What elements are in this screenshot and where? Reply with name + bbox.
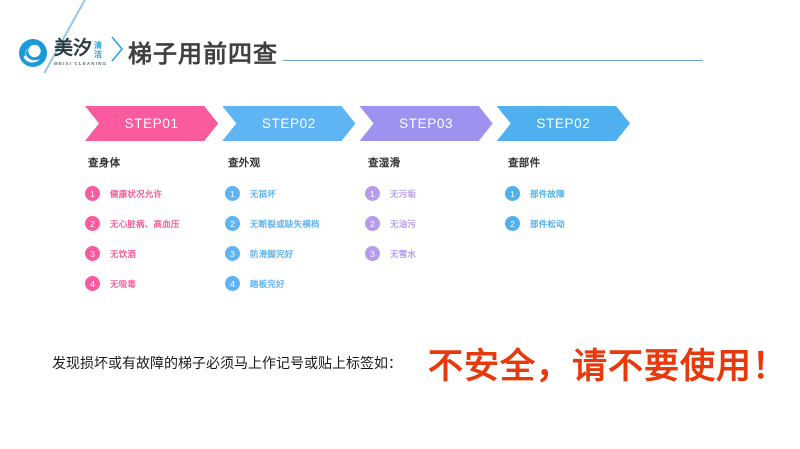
checklist-item-label: 无吸毒 (110, 279, 137, 290)
checklist-item-number-badge: 3 (225, 246, 240, 261)
checklist-item[interactable]: 1 部件故障 (505, 186, 645, 201)
step-arrow-2[interactable]: STEP02 (222, 106, 355, 141)
checklist-item-label: 无心脏病、高血压 (110, 219, 180, 230)
checklist-item[interactable]: 4 踏板完好 (225, 276, 365, 291)
checklist-column-4: 查部件 1 部件故障 2 部件松动 (505, 155, 645, 306)
checklist-item-number-badge: 2 (365, 216, 380, 231)
checklist-item-number-badge: 4 (85, 276, 100, 291)
checklist-item[interactable]: 4 无吸毒 (85, 276, 225, 291)
brand-wordmark: 美汐 清 洁 (54, 37, 102, 59)
checklist-column-heading: 查湿滑 (368, 157, 401, 169)
checklist-item[interactable]: 2 无油污 (365, 216, 505, 231)
checklist-item[interactable]: 3 无雪水 (365, 246, 505, 261)
checklist-item-label: 踏板完好 (250, 279, 285, 290)
checklist-item-number-badge: 1 (505, 186, 520, 201)
checklist-item[interactable]: 2 无断裂或缺失横档 (225, 216, 365, 231)
chevron-right-icon (110, 36, 124, 62)
step-arrow-1[interactable]: STEP01 (85, 106, 218, 141)
checklist-item[interactable]: 3 无饮酒 (85, 246, 225, 261)
step-arrow-label: STEP03 (399, 115, 454, 131)
checklist-item-number-badge: 2 (505, 216, 520, 231)
checklist-item-label: 防滑脚完好 (250, 249, 294, 260)
brand-badge: 清 洁 (94, 41, 102, 59)
checklist-item[interactable]: 1 无损坏 (225, 186, 365, 201)
checklist-item-label: 无损坏 (250, 189, 277, 200)
circular-swirl-logo-icon (18, 38, 48, 68)
checklist-item[interactable]: 1 无污垢 (365, 186, 505, 201)
checklist-item-number-badge: 1 (225, 186, 240, 201)
checklist-column-1: 查身体 1 健康状况允许 2 无心脏病、高血压 3 无饮酒 4 无吸毒 (85, 155, 225, 306)
checklist-column-heading: 查部件 (508, 157, 541, 169)
checklist-item-number-badge: 1 (365, 186, 380, 201)
checklist-column-heading: 查身体 (88, 157, 121, 169)
checklist-column-2: 查外观 1 无损坏 2 无断裂或缺失横档 3 防滑脚完好 4 踏板完好 (225, 155, 365, 306)
checklist-item-label: 无断裂或缺失横档 (250, 219, 320, 230)
brand-badge-bottom: 洁 (94, 50, 103, 59)
step-arrow-label: STEP02 (536, 115, 591, 131)
checklist-item-number-badge: 2 (85, 216, 100, 231)
checklist-item-number-badge: 2 (225, 216, 240, 231)
step-arrow-4[interactable]: STEP02 (497, 106, 630, 141)
slide-footer: 发现损坏或有故障的梯子必须马上作记号或贴上标签如： 不安全，请不要使用！ (0, 342, 800, 388)
slide-header: 美汐 清 洁 MEIXI CLEANING 梯子用前四查 (0, 0, 800, 92)
checklist-item-number-badge: 3 (85, 246, 100, 261)
checklist-column-heading: 查外观 (228, 157, 261, 169)
step-arrow-3[interactable]: STEP03 (360, 106, 493, 141)
checklist-item[interactable]: 2 无心脏病、高血压 (85, 216, 225, 231)
checklist-item-number-badge: 3 (365, 246, 380, 261)
checklist-item-label: 健康状况允许 (110, 189, 163, 200)
checklist-item-label: 部件故障 (530, 189, 565, 200)
checklist-item-label: 无雪水 (390, 249, 417, 260)
checklist-item-number-badge: 1 (85, 186, 100, 201)
checklist-item-label: 无污垢 (390, 189, 417, 200)
checklist-item[interactable]: 2 部件松动 (505, 216, 645, 231)
brand-latin-name: MEIXI CLEANING (54, 61, 108, 66)
checklist-item[interactable]: 1 健康状况允许 (85, 186, 225, 201)
checklist-item-number-badge: 4 (225, 276, 240, 291)
checklist-item[interactable]: 3 防滑脚完好 (225, 246, 365, 261)
step-arrow-label: STEP01 (124, 115, 179, 131)
step-arrow-label: STEP02 (261, 115, 316, 131)
step-arrow-band: STEP01 STEP02 STEP03 STEP02 (85, 106, 630, 141)
page-title: 梯子用前四查 (128, 40, 278, 68)
checklist-item-label: 无油污 (390, 219, 417, 230)
checklist-column-3: 查湿滑 1 无污垢 2 无油污 3 无雪水 (365, 155, 505, 306)
checklist-item-label: 部件松动 (530, 219, 565, 230)
title-underline-rule (283, 60, 703, 61)
footer-warning-text: 不安全，请不要使用！ (428, 347, 789, 387)
brand-logo: 美汐 清 洁 MEIXI CLEANING (18, 37, 114, 68)
checklist-columns: 查身体 1 健康状况允许 2 无心脏病、高血压 3 无饮酒 4 无吸毒 查外观 1 无损坏 2 无断裂或缺… (85, 155, 645, 306)
footer-note-text: 发现损坏或有故障的梯子必须马上作记号或贴上标签如： (52, 356, 402, 372)
brand-badge-top: 清 (94, 41, 103, 50)
checklist-item-label: 无饮酒 (110, 249, 137, 260)
brand-name-cn: 美汐 (54, 37, 93, 59)
